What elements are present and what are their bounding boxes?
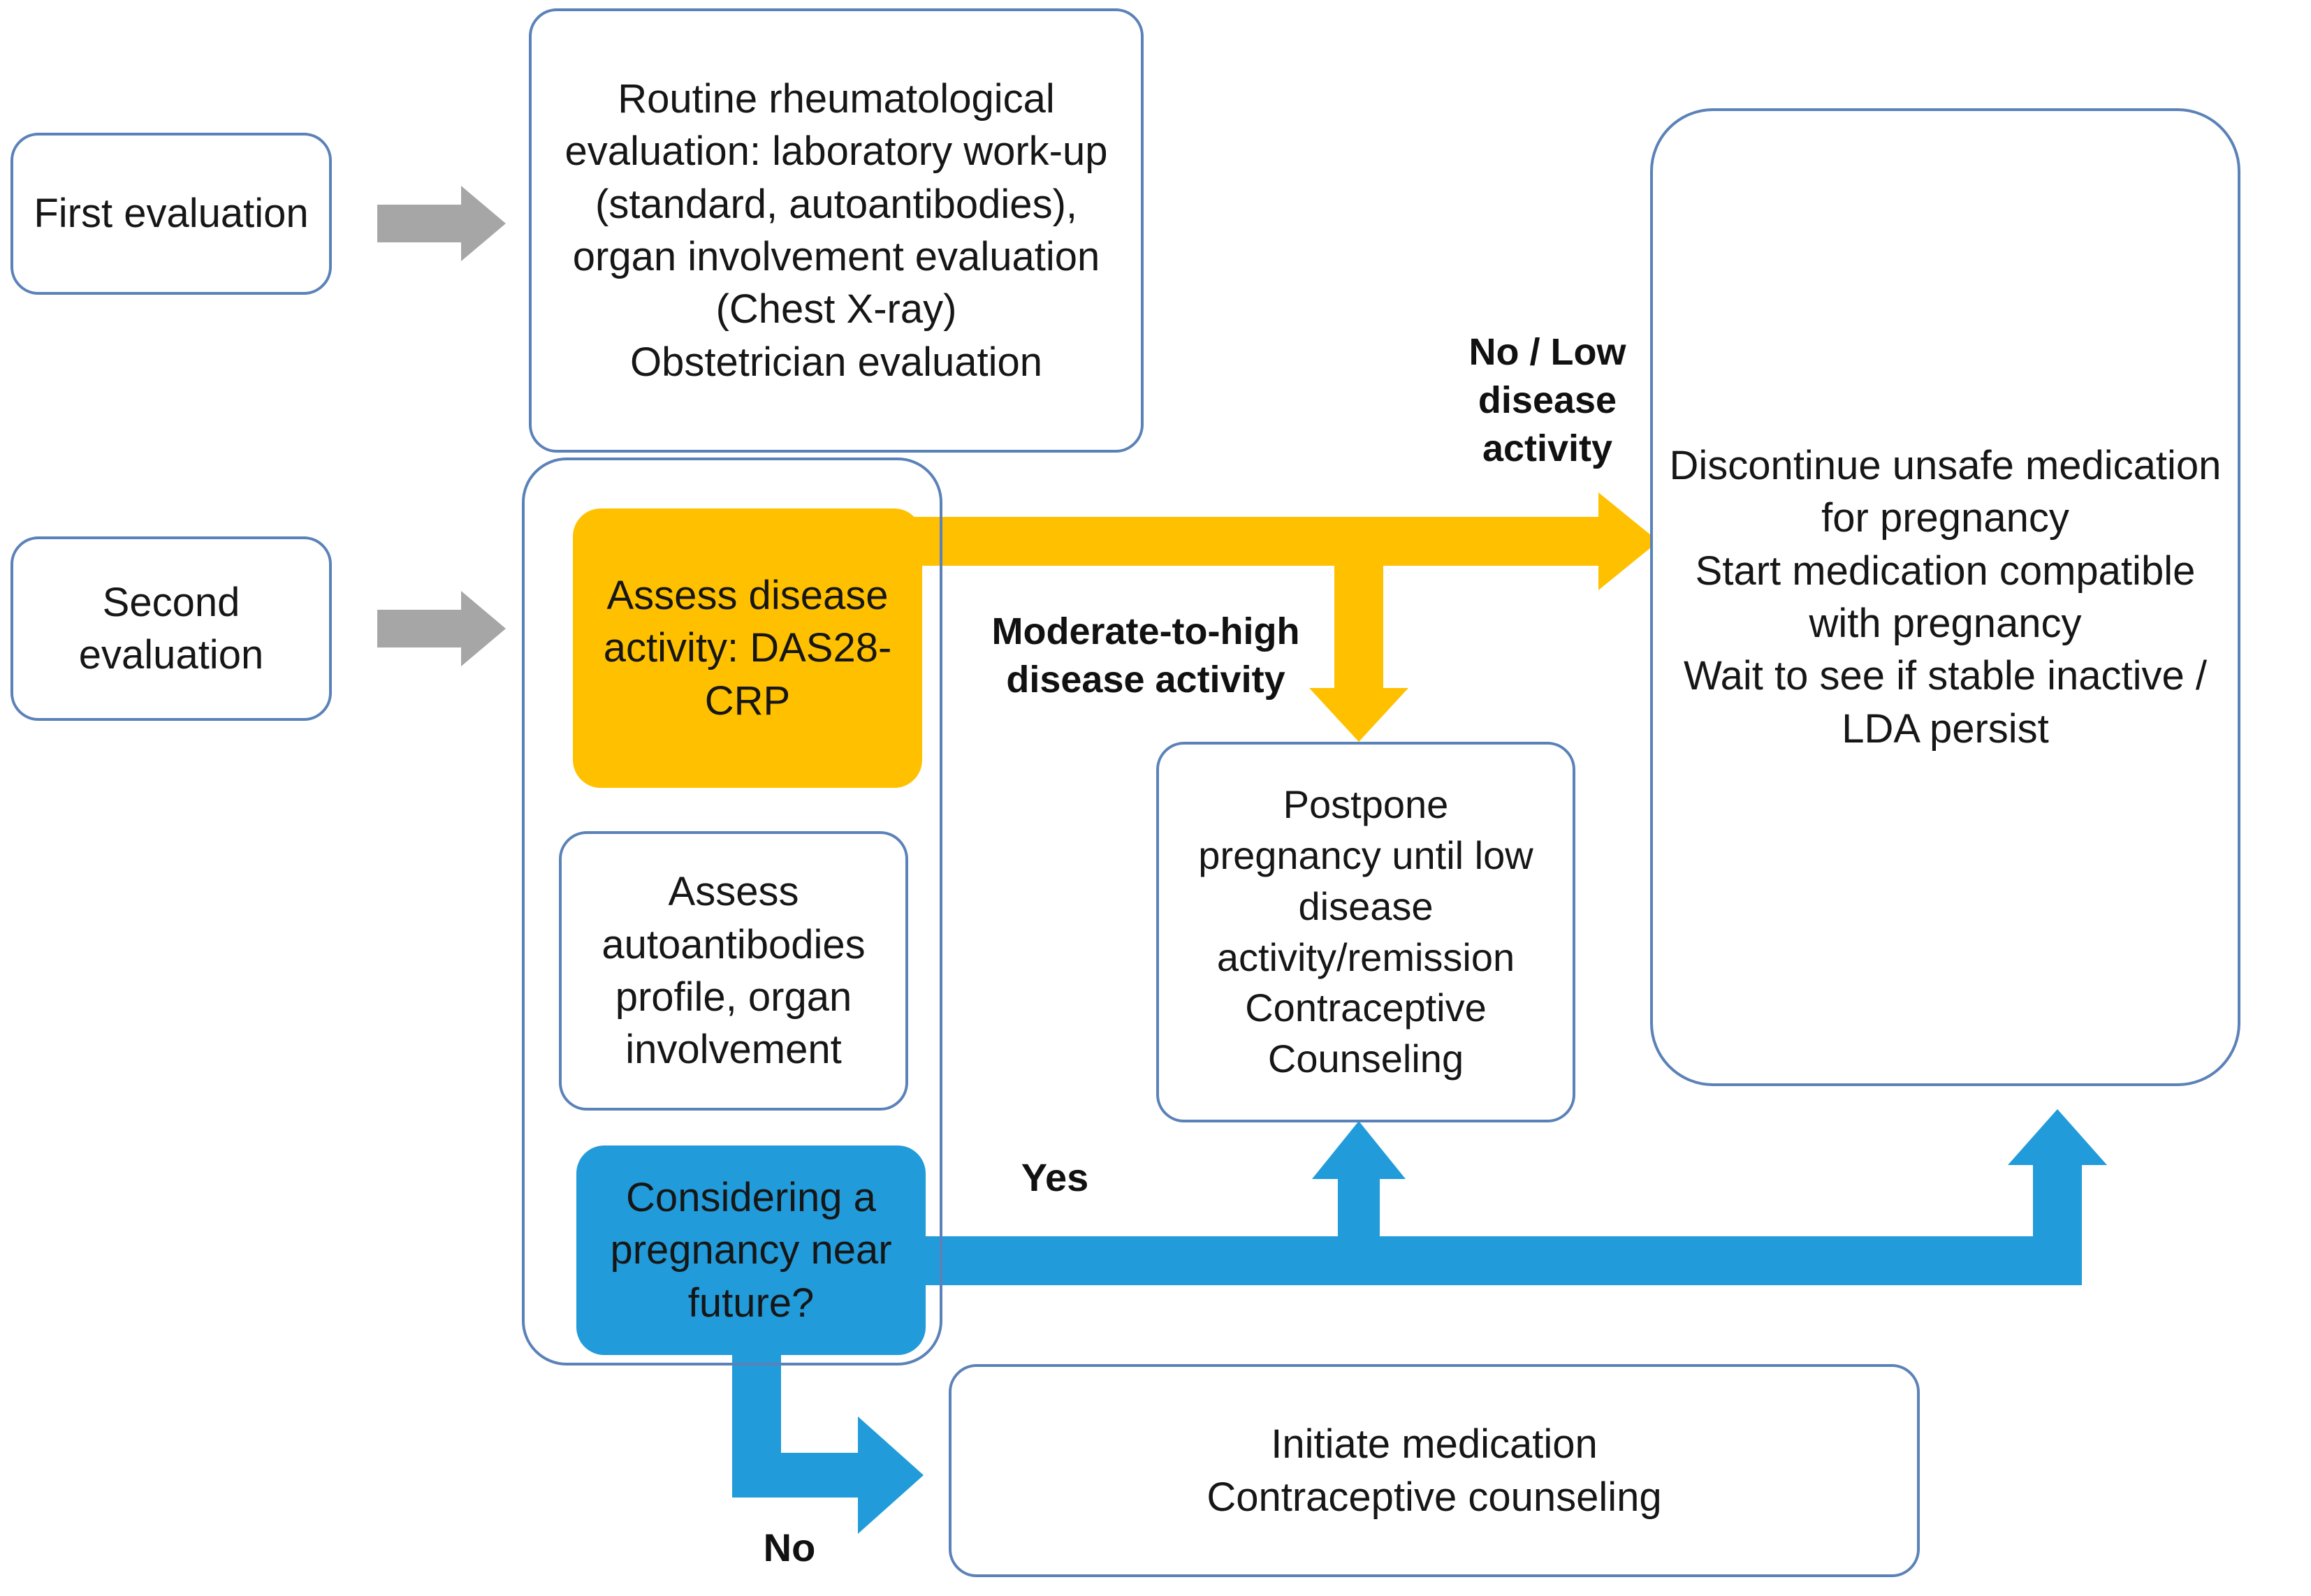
node-second-evaluation[interactable]: Second evaluation xyxy=(10,536,332,721)
blue-arrow-yes-to-postpone xyxy=(1312,1121,1406,1236)
node-routine-evaluation-label: Routine rheumatological evaluation: labo… xyxy=(564,75,1108,385)
node-routine-evaluation[interactable]: Routine rheumatological evaluation: labo… xyxy=(529,8,1144,453)
node-considering-pregnancy-label: Considering a pregnancy near future? xyxy=(610,1174,892,1326)
node-postpone-pregnancy-label: Postpone pregnancy until low disease act… xyxy=(1198,782,1533,1081)
node-assess-autoantibodies-label: Assess autoantibodies profile, organ inv… xyxy=(602,869,866,1073)
node-second-evaluation-label: Second evaluation xyxy=(78,579,264,678)
node-first-evaluation-label: First evaluation xyxy=(34,191,309,237)
node-postpone-pregnancy[interactable]: Postpone pregnancy until low disease act… xyxy=(1156,742,1575,1122)
second-evaluation-group-container xyxy=(522,457,942,1366)
orange-arrow-no-low-activity xyxy=(870,492,1658,590)
edge-label-yes: Yes xyxy=(1021,1155,1089,1199)
node-discontinue-medication-label: Discontinue unsafe medication for pregna… xyxy=(1669,442,2222,752)
node-discontinue-medication[interactable]: Discontinue unsafe medication for pregna… xyxy=(1650,108,2240,1086)
node-assess-disease-activity-label: Assess disease activity: DAS28- CRP xyxy=(603,572,892,724)
gray-arrow-first-evaluation xyxy=(377,186,506,261)
edge-label-no: No xyxy=(763,1525,816,1569)
node-initiate-medication[interactable]: Initiate medication Contraceptive counse… xyxy=(949,1364,1920,1577)
gray-arrow-second-evaluation xyxy=(377,591,506,666)
node-assess-autoantibodies[interactable]: Assess autoantibodies profile, organ inv… xyxy=(559,831,908,1111)
node-considering-pregnancy[interactable]: Considering a pregnancy near future? xyxy=(576,1145,926,1355)
edge-label-no-low-disease-activity: No / Low disease activity xyxy=(1468,331,1626,470)
node-assess-disease-activity[interactable]: Assess disease activity: DAS28- CRP xyxy=(573,508,922,788)
orange-arrow-moderate-high xyxy=(1309,541,1408,742)
edge-label-moderate-to-high: Moderate-to-high disease activity xyxy=(991,610,1300,701)
node-initiate-medication-label: Initiate medication Contraceptive counse… xyxy=(1206,1421,1662,1520)
node-first-evaluation[interactable]: First evaluation xyxy=(10,133,332,295)
